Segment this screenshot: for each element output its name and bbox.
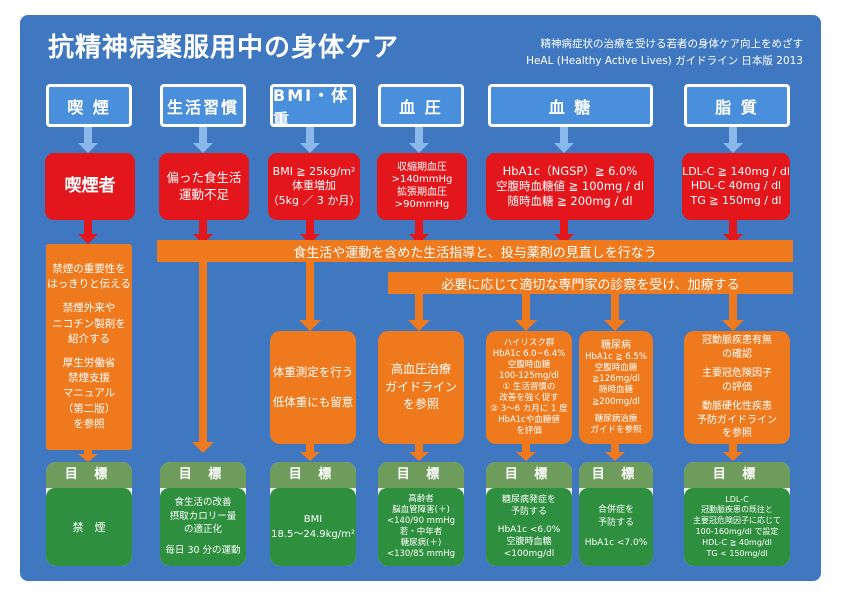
arrow-bmi-goal	[300, 444, 320, 461]
goal-body: 食生活の改善 摂取カロリー量 の適正化 毎日 30 分の運動	[160, 488, 246, 566]
subtitle-line-1: 精神病症状の治療を受ける若者の身体ケア向上をめざす	[540, 38, 804, 50]
header-lifestyle: 生活習慣	[160, 84, 246, 127]
goal-smoking: 目 標 禁 煙	[46, 462, 132, 566]
action-lipid: 冠動脈疾患有無 の確認 主要冠危険因子 の評価 動脈硬化性疾患 予防ガイドライン…	[684, 331, 790, 444]
action-diabetes: 糖尿病 HbA1c ≧ 6.5% 空腹時血糖 ≧126mg/dl 随時血糖 ≧2…	[579, 331, 653, 444]
arrow-lipid-goal	[723, 444, 743, 461]
goal-label: 目 標	[486, 462, 572, 488]
goal-bp: 目 標 高齢者 脳血管障害(＋) <140/90 mmHg 若・中年者 糖尿病(…	[378, 462, 464, 566]
goal-label: 目 標	[46, 462, 132, 488]
goal-label: 目 標	[160, 462, 246, 488]
arrow-red-6	[723, 220, 743, 244]
risk-lifestyle: 偏った食生活 運動不足	[159, 153, 249, 220]
goal-body: LDL-C 冠動脈疾患の既往と 主要冠危険因子に応じて 100-160mg/dl…	[684, 488, 790, 566]
arrow-blue-3	[300, 127, 320, 153]
goal-body: BMI 18.5～24.9kg/m²	[270, 488, 356, 566]
page-title: 抗精神病薬服用中の身体ケア	[48, 33, 400, 63]
action-glucose-high-risk: ハイリスク群 HbA1c 6.0~6.4% 空腹時血糖 100-125mg/dl…	[486, 331, 572, 444]
arrow-bmi-down	[299, 262, 321, 331]
header-bmi: BMI・体重	[270, 84, 356, 129]
goal-bmi: 目 標 BMI 18.5～24.9kg/m²	[270, 462, 356, 566]
arrow-bp-goal	[409, 444, 429, 461]
bar-lifestyle-guidance: 食生活や運動を含めた生活指導と、投与薬剤の見直しを行なう	[157, 240, 793, 262]
bar-specialist-care: 必要に応じて適切な専門家の診察を受け、加療する	[388, 272, 793, 294]
goal-label: 目 標	[684, 462, 790, 488]
action-bmi: 体重測定を行う 低体重にも留意	[270, 331, 356, 444]
red-arrows	[78, 220, 743, 244]
arrow-red-1	[78, 220, 98, 244]
arrow-blue-6	[723, 127, 743, 153]
risk-smoking: 喫煙者	[45, 153, 135, 220]
risk-lipid: LDL-C ≧ 140mg / dl HDL-C 40mg / dl TG ≧ …	[682, 153, 790, 220]
risk-bp: 収縮期血圧 >140mmHg 拡張期血圧 >90mmHg	[377, 153, 467, 220]
header-lipid: 脂 質	[684, 84, 790, 127]
orange-arrows	[78, 262, 744, 462]
goal-lipid: 目 標 LDL-C 冠動脈疾患の既往と 主要冠危険因子に応じて 100-160m…	[684, 462, 790, 566]
arrow-blue-1	[78, 127, 98, 153]
goal-diabetes: 目 標 合併症を 予防する HbA1c <7.0%	[579, 462, 653, 566]
header-bp: 血 圧	[378, 84, 464, 127]
arrow-bp-down	[408, 294, 430, 331]
arrow-red-5	[554, 220, 574, 244]
action-bp: 高血圧治療 ガイドライン を参照	[378, 331, 464, 444]
subtitle-line-2: HeAL (Healthy Active Lives) ガイドライン 日本版 2…	[526, 55, 803, 67]
arrow-blue-2	[193, 127, 213, 153]
arrow-smoking-goal	[78, 450, 98, 462]
arrow-gl1-goal	[516, 444, 536, 461]
arrow-gl2-goal	[605, 444, 625, 461]
arrow-red-2	[193, 220, 213, 244]
goal-label: 目 標	[378, 462, 464, 488]
goal-body: 高齢者 脳血管障害(＋) <140/90 mmHg 若・中年者 糖尿病(＋) <…	[378, 488, 464, 566]
arrow-lipid-down	[722, 294, 744, 331]
risk-glucose: HbA1c（NGSP）≧ 6.0% 空腹時血糖値 ≧ 100mg / dl 随時…	[486, 153, 654, 220]
header-smoking: 喫 煙	[46, 84, 132, 127]
blue-arrows	[78, 127, 743, 153]
arrow-blue-5	[554, 127, 574, 153]
goal-body: 糖尿病発症を 予防する HbA1c <6.0% 空腹時血糖 <100mg/dl	[486, 488, 572, 566]
arrow-lifestyle-long	[192, 262, 214, 453]
arrow-gl2-down	[604, 294, 626, 331]
goal-body: 禁 煙	[46, 488, 132, 566]
goal-body: 合併症を 予防する HbA1c <7.0%	[579, 488, 653, 566]
action-smoking: 禁煙の重要性を はっきりと伝える 禁煙外来や ニコチン製剤を 紹介する 厚生労働…	[46, 244, 132, 450]
arrow-blue-4	[409, 127, 429, 153]
goal-label: 目 標	[270, 462, 356, 488]
risk-bmi: BMI ≧ 25kg/m² 体重増加 （5kg ／ 3 か月）	[268, 153, 360, 220]
arrow-red-4	[409, 220, 429, 244]
goal-lifestyle: 目 標 食生活の改善 摂取カロリー量 の適正化 毎日 30 分の運動	[160, 462, 246, 566]
goal-glucose-high-risk: 目 標 糖尿病発症を 予防する HbA1c <6.0% 空腹時血糖 <100mg…	[486, 462, 572, 566]
header-glucose: 血 糖	[488, 84, 653, 127]
goal-label: 目 標	[579, 462, 653, 488]
arrow-red-3	[300, 220, 320, 244]
arrow-gl1-down	[515, 294, 537, 331]
